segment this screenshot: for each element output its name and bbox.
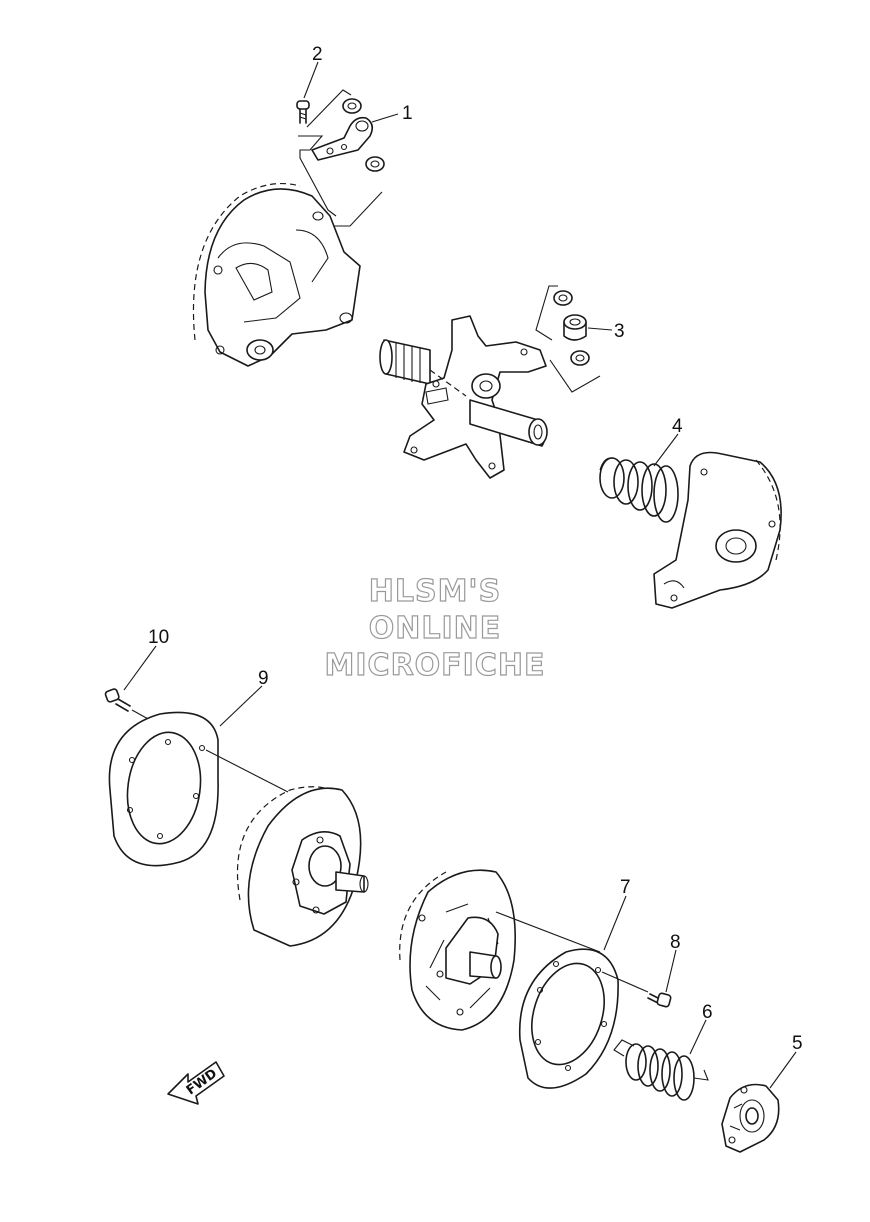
cam-part-5 <box>721 1083 780 1153</box>
washer-lower <box>365 156 385 172</box>
washer-top <box>342 98 362 114</box>
bolt-part-2 <box>296 100 310 124</box>
callout-7: 7 <box>620 877 631 898</box>
callout-6: 6 <box>702 1002 713 1023</box>
callout-2: 2 <box>312 44 323 65</box>
watermark-line-1: HLSM'S <box>369 574 501 609</box>
plate-ring-part-9 <box>108 711 289 867</box>
callout-3: 3 <box>614 321 625 342</box>
callout-8: 8 <box>670 932 681 953</box>
callout-9: 9 <box>258 668 269 689</box>
callout-labels: 2 1 3 4 5 6 7 8 9 10 <box>148 44 803 1054</box>
spider-assembly <box>379 315 548 479</box>
spring-cover <box>653 451 782 609</box>
movable-sheave <box>399 869 601 1031</box>
callout-1: 1 <box>402 103 413 124</box>
leader-lines <box>123 61 797 1089</box>
callout-10: 10 <box>148 627 169 648</box>
bolt-part-10 <box>104 688 151 721</box>
callout-5: 5 <box>792 1033 803 1054</box>
lever-arm-part-1 <box>311 116 374 161</box>
spring-part-6 <box>613 1039 709 1101</box>
primary-sheave <box>192 182 361 367</box>
watermark-line-3: MICROFICHE <box>325 648 546 683</box>
spring-part-4 <box>599 457 679 523</box>
bushing-group-part-3 <box>535 285 601 393</box>
fwd-direction-arrow: FWD <box>167 1061 225 1105</box>
plate-ring-part-7 <box>518 948 649 1089</box>
fixed-sheave-disc <box>236 786 369 947</box>
bolt-part-8 <box>647 992 672 1008</box>
watermark: HLSM'S ONLINE MICROFICHE <box>324 573 546 683</box>
callout-4: 4 <box>672 416 683 437</box>
bracket-group-lines <box>298 89 383 227</box>
watermark-line-2: ONLINE <box>369 611 502 646</box>
